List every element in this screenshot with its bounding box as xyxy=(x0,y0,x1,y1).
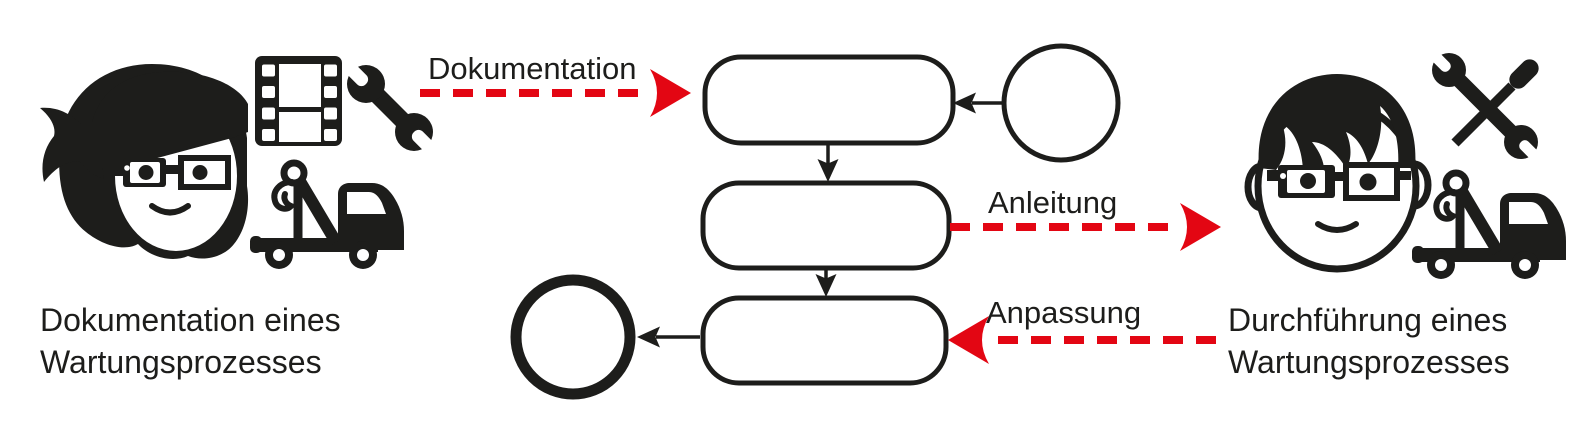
anleitung-arrow-label: Anleitung xyxy=(988,185,1118,220)
woman-pigtail xyxy=(40,107,104,182)
task-2 xyxy=(700,180,952,271)
start-event xyxy=(1001,43,1121,163)
connector-task1-to-task2 xyxy=(817,145,839,182)
woman-bangs xyxy=(92,71,248,168)
right-actor-caption: Durchführung eines Wartungsprozesses xyxy=(1228,299,1510,383)
man-smile xyxy=(1315,221,1359,233)
anpassung-arrow xyxy=(948,316,1216,364)
left-actor-caption-line1: Dokumentation eines xyxy=(40,302,341,338)
woman-smart-glasses xyxy=(112,155,231,190)
right-actor-caption-line2: Wartungsprozesses xyxy=(1228,344,1510,380)
task-1 xyxy=(702,54,956,146)
dokumentation-arrow xyxy=(420,69,691,117)
man-hair xyxy=(1258,74,1416,170)
smart-glasses-man-icon xyxy=(1244,74,1432,273)
smart-glasses-woman-icon xyxy=(40,64,249,259)
task-3 xyxy=(700,295,949,386)
anleitung-arrow xyxy=(950,203,1221,251)
end-event xyxy=(510,274,636,400)
tow-truck-icon-right xyxy=(1412,169,1566,279)
woman-smile xyxy=(149,203,191,216)
tow-truck-icon xyxy=(250,159,404,269)
connector-start-to-task1 xyxy=(953,92,1003,114)
process-flow xyxy=(510,43,1121,400)
left-actor-caption-line2: Wartungsprozesses xyxy=(40,344,322,380)
dokumentation-arrow-label: Dokumentation xyxy=(428,51,637,86)
connector-task3-to-end xyxy=(637,326,700,348)
man-smart-glasses xyxy=(1267,162,1411,201)
connector-task2-to-task3 xyxy=(815,269,837,297)
film-strip-icon xyxy=(255,56,342,146)
wrench-icon xyxy=(342,60,438,156)
right-actor-caption-line1: Durchführung eines xyxy=(1228,302,1508,338)
crossed-wrench-screwdriver-icon xyxy=(1428,49,1542,163)
anpassung-arrow-label: Anpassung xyxy=(986,295,1142,330)
left-actor-caption: Dokumentation eines Wartungsprozesses xyxy=(40,299,341,383)
